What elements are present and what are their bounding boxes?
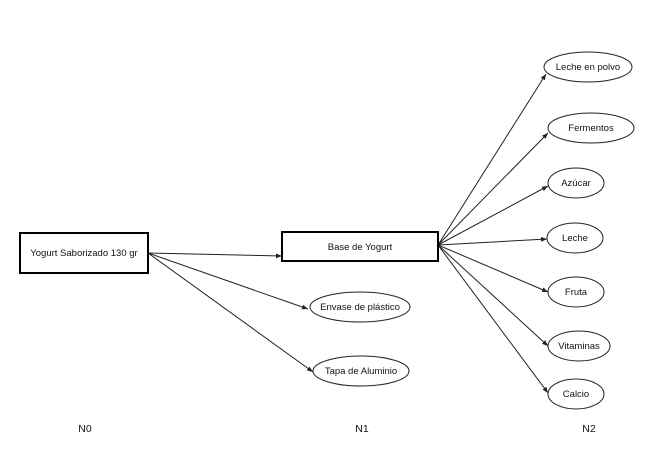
node-fruta: Fruta xyxy=(547,276,605,308)
node-base-de-yogurt: Base de Yogurt xyxy=(281,231,439,262)
edge-base-to-vitaminas xyxy=(437,244,549,347)
root-edges xyxy=(147,252,314,373)
node-azucar: Azúcar xyxy=(547,167,605,199)
edge-base-to-leche-en-polvo xyxy=(437,73,547,246)
level-label-n2: N2 xyxy=(582,423,596,435)
node-leche-en-polvo-label: Leche en polvo xyxy=(556,62,620,73)
edge-base-to-leche xyxy=(437,236,548,246)
node-leche-en-polvo: Leche en polvo xyxy=(543,51,633,83)
node-fermentos: Fermentos xyxy=(547,112,635,144)
node-envase-de-plastico-label: Envase de plástico xyxy=(320,302,400,313)
node-fruta-label: Fruta xyxy=(565,287,588,298)
edge-base-to-fermentos xyxy=(437,132,549,246)
edge-root-to-envase xyxy=(147,252,309,310)
node-tapa-de-aluminio-label: Tapa de Aluminio xyxy=(325,366,397,377)
node-leche: Leche xyxy=(546,222,604,254)
edge-base-to-fruta xyxy=(437,244,549,293)
edge-base-to-calcio xyxy=(437,244,549,394)
node-vitaminas-label: Vitaminas xyxy=(558,341,600,352)
node-fermentos-label: Fermentos xyxy=(568,123,614,134)
node-yogurt-saborizado-label: Yogurt Saborizado 130 gr xyxy=(30,248,137,259)
node-envase-de-plastico: Envase de plástico xyxy=(309,291,411,323)
edge-root-to-tapa xyxy=(147,252,314,373)
node-vitaminas: Vitaminas xyxy=(547,330,611,362)
node-calcio: Calcio xyxy=(547,378,605,410)
node-leche-label: Leche xyxy=(562,233,588,244)
level-label-n0: N0 xyxy=(78,423,92,435)
node-calcio-label: Calcio xyxy=(563,389,589,400)
node-base-de-yogurt-label: Base de Yogurt xyxy=(328,242,393,253)
node-yogurt-saborizado: Yogurt Saborizado 130 gr xyxy=(19,232,149,274)
edge-root-to-base xyxy=(147,252,283,259)
edge-base-to-azucar xyxy=(437,185,549,246)
node-azucar-label: Azúcar xyxy=(561,178,591,189)
base-edges xyxy=(437,73,549,394)
level-label-n1: N1 xyxy=(355,423,369,435)
node-tapa-de-aluminio: Tapa de Aluminio xyxy=(312,355,410,387)
